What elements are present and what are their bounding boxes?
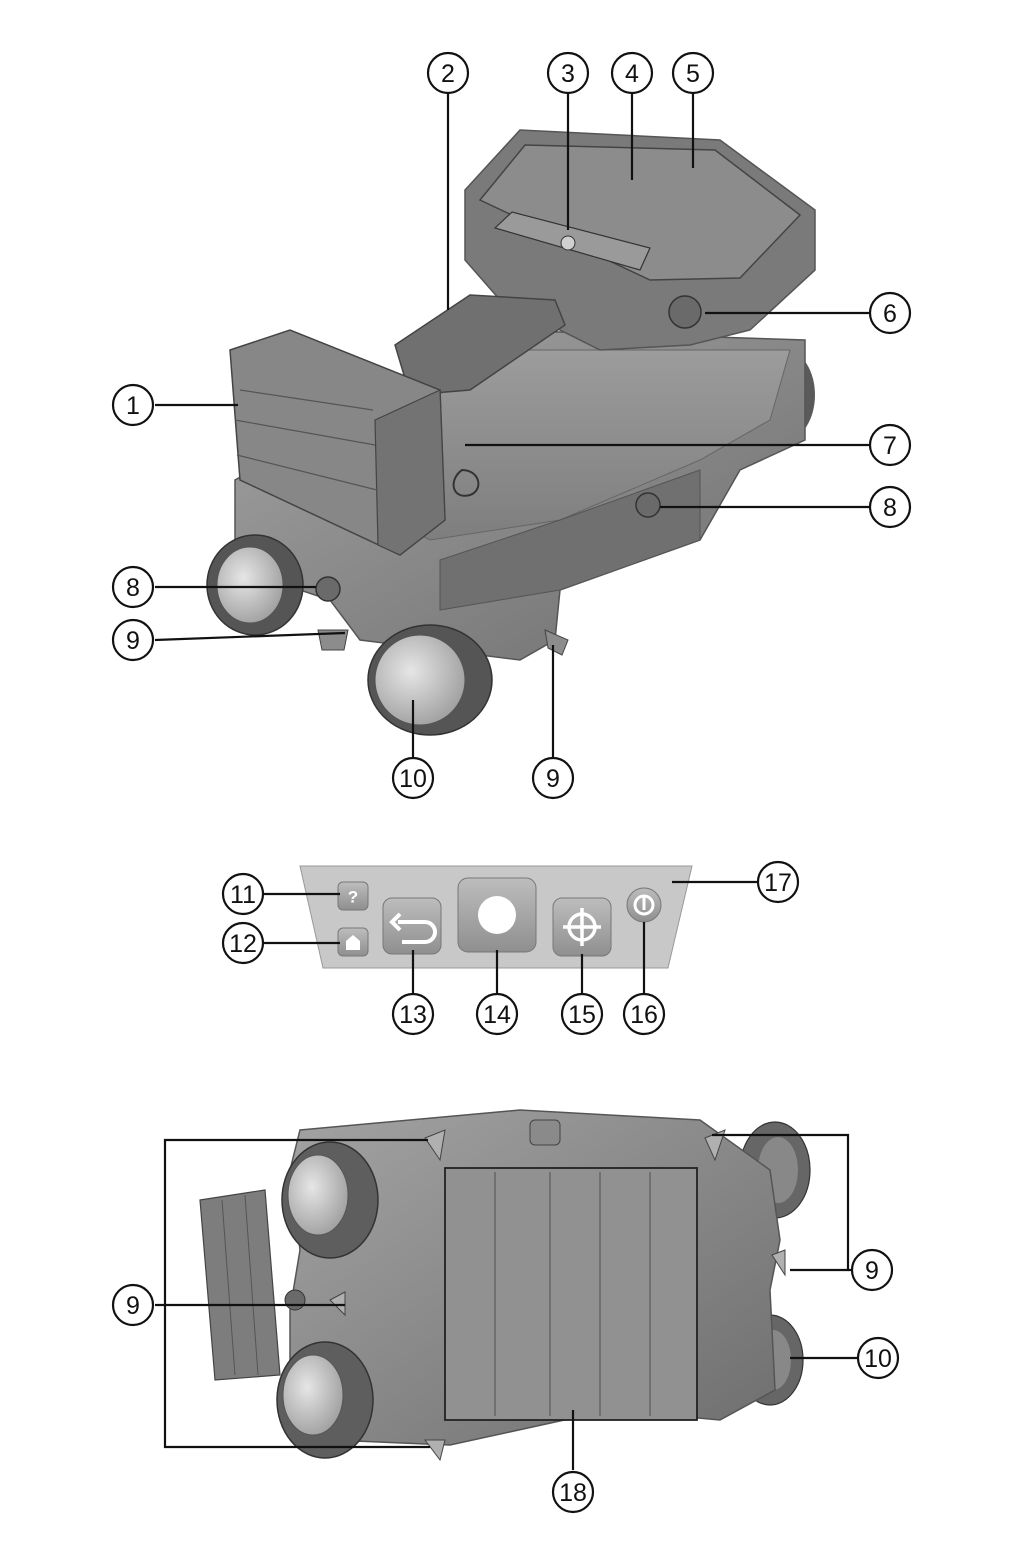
callout-1: 1 (111, 383, 155, 427)
svg-text:15: 15 (568, 1001, 596, 1029)
callout-13: 13 (391, 992, 435, 1036)
callout-7: 7 (868, 423, 912, 467)
marking-notch (329, 1291, 346, 1317)
callout-9-left: 9 (111, 618, 155, 662)
help-key: ? (337, 881, 369, 911)
callout-5: 5 (671, 51, 715, 95)
keypad-main-button (560, 235, 576, 251)
callout-9-bottom-right: 9 (850, 1248, 894, 1292)
back-key (382, 897, 442, 955)
callout-6: 6 (868, 291, 912, 335)
back-arrow-icon (398, 920, 437, 944)
svg-text:8: 8 (883, 494, 897, 522)
callout-8-right: 8 (868, 485, 912, 529)
svg-text:9: 9 (126, 627, 140, 655)
scanner-top-view (206, 129, 816, 736)
callout-15: 15 (560, 992, 604, 1036)
round-button-icon (478, 896, 516, 934)
callout-12: 12 (221, 921, 265, 965)
svg-text:5: 5 (686, 60, 700, 88)
marking-notch (317, 629, 349, 651)
svg-text:4: 4 (625, 60, 639, 88)
bottom-leaders (155, 1133, 858, 1470)
marking-notch (424, 1129, 446, 1162)
svg-text:3: 3 (561, 60, 575, 88)
callout-4: 4 (610, 51, 654, 95)
callout-2: 2 (426, 51, 470, 95)
svg-text:2: 2 (441, 60, 455, 88)
svg-text:17: 17 (764, 869, 792, 897)
keypad-leaders (264, 880, 757, 993)
callout-3: 3 (546, 51, 590, 95)
sensor-area (444, 1167, 698, 1421)
svg-text:11: 11 (230, 881, 256, 909)
callout-10-bottom: 10 (856, 1336, 900, 1380)
svg-text:9: 9 (865, 1257, 879, 1285)
svg-text:10: 10 (399, 765, 427, 793)
callout-8-left: 8 (111, 565, 155, 609)
svg-text:9: 9 (546, 765, 560, 793)
main-key (457, 877, 537, 953)
svg-text:16: 16 (630, 1001, 658, 1029)
power-icon (633, 894, 655, 916)
question-mark-icon: ? (348, 888, 358, 907)
svg-text:13: 13 (399, 1001, 427, 1029)
home-key (337, 927, 369, 957)
callout-18: 18 (551, 1470, 595, 1514)
power-key (626, 887, 662, 923)
svg-text:9: 9 (126, 1292, 140, 1320)
crosshair-key (552, 897, 612, 957)
keypad-detail: ? (299, 865, 693, 969)
callout-16: 16 (622, 992, 666, 1036)
svg-text:6: 6 (883, 300, 897, 328)
top-leaders (154, 90, 870, 757)
callout-9-bottom: 9 (531, 756, 575, 800)
callout-14: 14 (475, 992, 519, 1036)
callout-17: 17 (756, 860, 800, 904)
port (635, 492, 661, 518)
svg-text:14: 14 (483, 1001, 511, 1029)
home-icon (346, 935, 360, 950)
scanner-bottom-view (199, 1109, 811, 1462)
svg-text:8: 8 (126, 574, 140, 602)
battery-face (374, 389, 446, 556)
marking-notch (424, 1439, 446, 1462)
wrist-strap-loop (452, 468, 480, 497)
crosshair-icon (563, 908, 601, 946)
svg-text:12: 12 (229, 930, 257, 958)
svg-text:18: 18 (559, 1479, 587, 1507)
svg-text:10: 10 (864, 1345, 892, 1373)
port (284, 1289, 306, 1311)
svg-text:7: 7 (883, 432, 897, 460)
side-bumper (439, 469, 701, 611)
top-knob (529, 1119, 561, 1146)
marking-notch (771, 1249, 786, 1277)
side-knob (668, 295, 702, 329)
callout-11: 11 (221, 872, 265, 916)
display-screen (478, 144, 802, 281)
battery-pack-underside (199, 1189, 281, 1381)
callout-10: 10 (391, 756, 435, 800)
port (315, 576, 341, 602)
marking-notch (544, 629, 569, 656)
callout-9-bottom-left: 9 (111, 1283, 155, 1327)
svg-text:1: 1 (126, 392, 140, 420)
